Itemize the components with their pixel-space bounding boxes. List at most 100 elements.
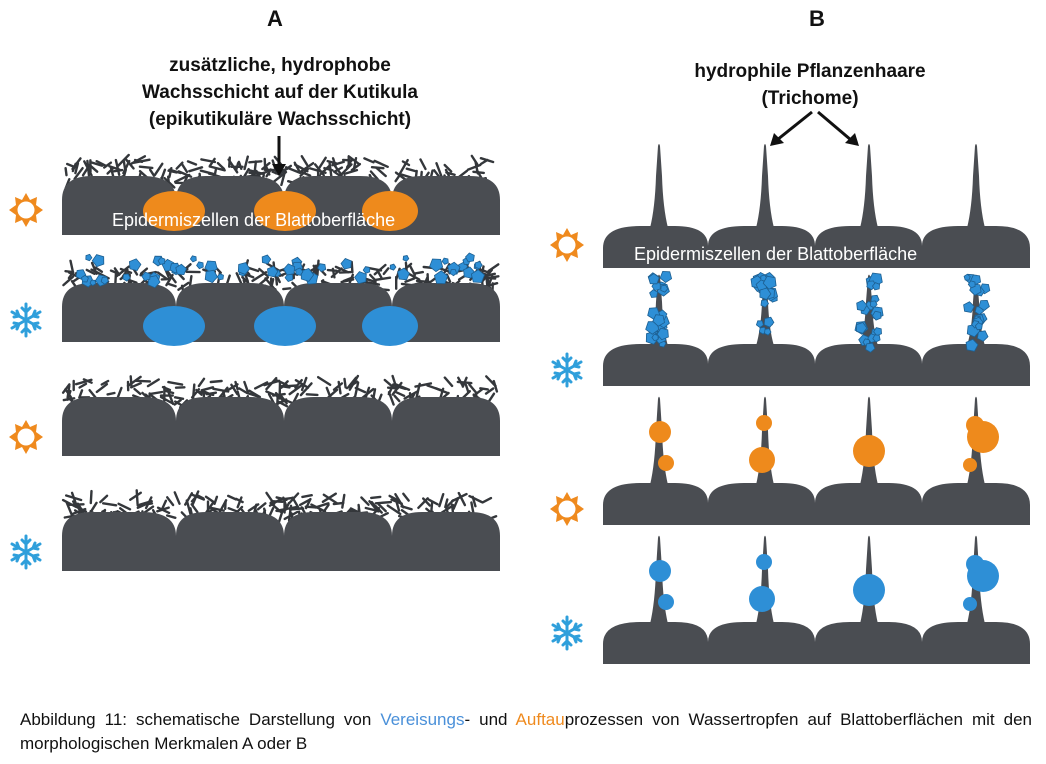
wax-crystal: [386, 504, 402, 516]
wax-crystal: [62, 275, 75, 287]
wax-crystal: [398, 158, 409, 175]
wax-crystal: [190, 493, 206, 501]
ice-crystal: [869, 300, 878, 309]
water-drop: [362, 191, 418, 231]
wax-crystal: [422, 497, 431, 507]
wax-crystal: [350, 260, 354, 274]
wax-crystal: [167, 169, 178, 174]
wax-crystal: [332, 501, 345, 506]
wax-crystal: [186, 160, 198, 166]
wax-crystal: [343, 168, 359, 176]
wax-crystal: [265, 376, 278, 391]
wax-crystal: [394, 173, 402, 183]
wax-crystal: [100, 379, 110, 386]
wax-crystal: [139, 267, 149, 275]
ice-crystal: [89, 279, 97, 287]
ice-crystal: [267, 265, 279, 278]
ice-crystal: [976, 330, 989, 342]
panel-b-letter: B: [809, 6, 825, 31]
wax-crystal: [374, 505, 383, 514]
ice-crystal: [963, 301, 975, 313]
wax-crystal: [78, 389, 84, 399]
wax-crystal: [161, 499, 168, 510]
wax-crystal: [347, 155, 360, 166]
wax-crystal: [243, 380, 250, 393]
wax-crystal: [142, 505, 155, 515]
wax-crystal: [382, 267, 390, 276]
wax-crystal: [470, 154, 479, 166]
wax-crystal: [65, 501, 74, 518]
wax-crystal: [128, 491, 143, 501]
caption-suffix: prozessen von Wassertropfen auf Blattobe…: [20, 710, 1032, 753]
caption-thawing-word: Auftau: [515, 710, 565, 729]
heading-line: zusätzliche, hydrophobe: [169, 55, 391, 76]
wax-crystal: [350, 162, 362, 172]
wax-crystal: [363, 157, 375, 164]
wax-crystal: [360, 496, 370, 506]
wax-crystal: [133, 387, 142, 396]
ice-crystal: [283, 263, 296, 276]
wax-crystal: [251, 271, 268, 283]
ice-crystal: [474, 261, 483, 270]
wax-crystal: [101, 502, 118, 507]
ice-crystals: [645, 270, 991, 353]
wax-crystal: [280, 170, 287, 187]
wax-crystal: [173, 398, 182, 406]
wax-crystal: [468, 383, 478, 395]
wax-crystal: [173, 491, 181, 505]
wax-crystal: [341, 158, 353, 162]
wax-crystal: [373, 159, 389, 169]
wax-crystal: [95, 159, 107, 167]
wax-crystal: [119, 267, 133, 275]
wax-crystal: [265, 168, 272, 178]
wax-crystal: [369, 170, 379, 181]
wax-crystal: [280, 384, 291, 389]
wax-crystal: [85, 268, 96, 276]
wax-crystal: [114, 158, 121, 177]
wax-crystal: [348, 273, 354, 285]
wax-crystal: [95, 382, 109, 394]
wax-crystal: [387, 390, 395, 406]
wax-crystal: [197, 390, 215, 397]
wax-crystal: [256, 502, 267, 511]
panel-a-heading: zusätzliche, hydrophobe Wachsschicht auf…: [60, 52, 500, 133]
wax-crystal: [279, 394, 288, 405]
wax-crystal: [78, 382, 88, 389]
wax-crystal: [403, 390, 419, 400]
snowflake-icon: [551, 615, 583, 651]
ice-crystal: [647, 273, 660, 285]
ice-crystal: [81, 274, 89, 283]
wax-crystal: [388, 494, 400, 502]
wax-crystal: [244, 273, 250, 283]
wax-crystal: [124, 158, 135, 170]
epidermis-cells: [603, 622, 1030, 664]
wax-crystal: [298, 498, 312, 507]
wax-crystal: [258, 267, 269, 278]
ice-crystal: [354, 271, 367, 285]
wax-crystal: [144, 496, 153, 510]
ice-crystal: [872, 334, 881, 343]
ice-crystal: [759, 287, 772, 300]
wax-crystal: [269, 501, 283, 514]
ice-crystal: [755, 320, 764, 328]
wax-crystal: [457, 491, 467, 507]
wax-crystal: [248, 171, 265, 175]
wax-crystal: [457, 376, 464, 387]
wax-crystal: [181, 163, 189, 174]
wax-crystal: [165, 514, 177, 520]
wax-crystal: [433, 169, 441, 179]
wax-crystal: [439, 267, 451, 273]
ice-crystal: [873, 327, 882, 337]
wax-crystal: [129, 155, 147, 166]
wax-crystal: [200, 386, 215, 392]
ice-crystal: [652, 314, 665, 327]
wax-crystal: [122, 159, 131, 175]
snowflake-icon: [10, 302, 42, 338]
wax-crystal: [73, 166, 84, 181]
wax-crystal: [212, 387, 230, 393]
wax-crystal: [226, 494, 238, 501]
wax-crystal: [127, 278, 138, 284]
ice-crystal: [865, 342, 876, 353]
wax-crystal: [117, 153, 130, 167]
